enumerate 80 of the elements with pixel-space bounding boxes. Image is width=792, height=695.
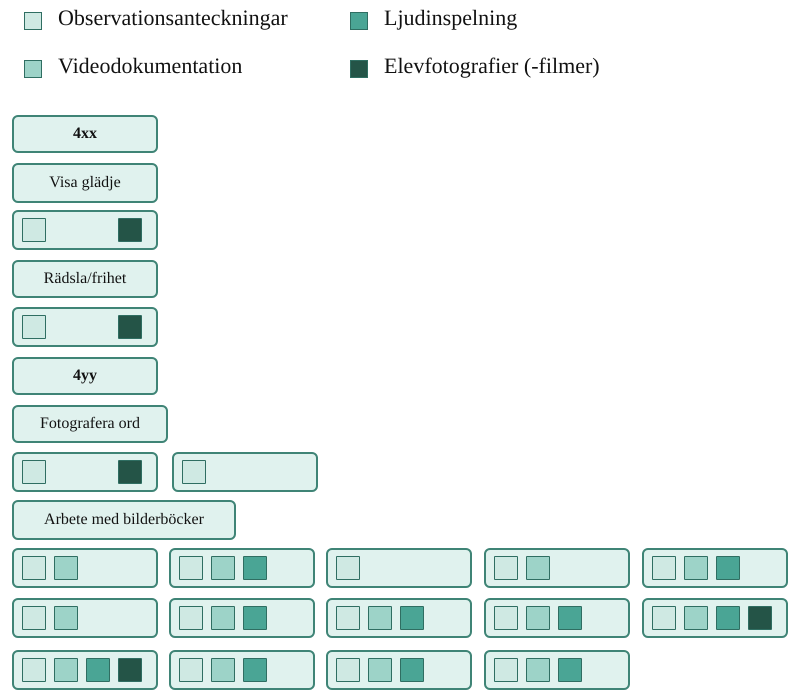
category-box: [12, 452, 158, 492]
category-square: [22, 218, 46, 242]
category-square: [54, 606, 78, 630]
category-box: [484, 650, 630, 690]
category-box: [484, 548, 630, 588]
category-square: [494, 556, 518, 580]
category-square: [558, 606, 582, 630]
category-box: [12, 210, 158, 250]
category-box: [326, 650, 472, 690]
category-box: [12, 650, 158, 690]
label-box: [12, 115, 158, 153]
category-square: [179, 658, 203, 682]
category-square: [243, 606, 267, 630]
category-square: [54, 556, 78, 580]
category-box: [172, 452, 318, 492]
category-box: [326, 598, 472, 638]
category-box: [642, 548, 788, 588]
label-box: [12, 260, 158, 298]
legend-label: Ljudinspelning: [384, 5, 518, 31]
category-box: [484, 598, 630, 638]
category-square: [86, 658, 110, 682]
category-square: [652, 556, 676, 580]
label-box: [12, 357, 158, 395]
label-text: Fotografera ord: [39, 415, 141, 433]
category-square: [494, 658, 518, 682]
category-square: [684, 606, 708, 630]
label-box: [12, 163, 158, 203]
legend-label: Elevfotografier (-filmer): [384, 53, 600, 79]
category-square: [118, 460, 142, 484]
legend-label: Observationsanteckningar: [58, 5, 288, 31]
category-square: [336, 658, 360, 682]
category-square: [22, 460, 46, 484]
category-square: [118, 658, 142, 682]
category-square: [179, 556, 203, 580]
category-box: [169, 598, 315, 638]
category-square: [118, 218, 142, 242]
label-text: Visa glädje: [48, 174, 122, 192]
label-text: Rädsla/frihet: [42, 270, 128, 288]
label-text: Arbete med bilderböcker: [43, 511, 205, 529]
category-square: [54, 658, 78, 682]
category-square: [558, 658, 582, 682]
category-square: [368, 658, 392, 682]
category-square: [22, 658, 46, 682]
category-square: [526, 556, 550, 580]
category-box: [169, 650, 315, 690]
category-box: [12, 548, 158, 588]
category-square: [748, 606, 772, 630]
category-square: [22, 315, 46, 339]
category-square: [716, 556, 740, 580]
label-box: [12, 500, 236, 540]
category-square: [211, 556, 235, 580]
category-square: [336, 556, 360, 580]
label-box: [12, 405, 168, 443]
heading-text: 4yy: [72, 367, 98, 385]
category-square: [684, 556, 708, 580]
category-square: [400, 658, 424, 682]
category-square: [211, 658, 235, 682]
category-box: [12, 598, 158, 638]
category-square: [211, 606, 235, 630]
category-square: [118, 315, 142, 339]
category-square: [400, 606, 424, 630]
category-square: [368, 606, 392, 630]
category-square: [652, 606, 676, 630]
category-square: [526, 606, 550, 630]
category-box: [169, 548, 315, 588]
category-square: [182, 460, 206, 484]
category-square: [243, 556, 267, 580]
category-square: [243, 658, 267, 682]
category-square: [494, 606, 518, 630]
category-square: [179, 606, 203, 630]
category-box: [326, 548, 472, 588]
heading-text: 4xx: [72, 125, 98, 143]
category-square: [22, 556, 46, 580]
category-box: [642, 598, 788, 638]
category-square: [716, 606, 740, 630]
category-square: [336, 606, 360, 630]
legend-label: Videodokumentation: [58, 53, 242, 79]
category-box: [12, 307, 158, 347]
category-square: [22, 606, 46, 630]
category-square: [526, 658, 550, 682]
